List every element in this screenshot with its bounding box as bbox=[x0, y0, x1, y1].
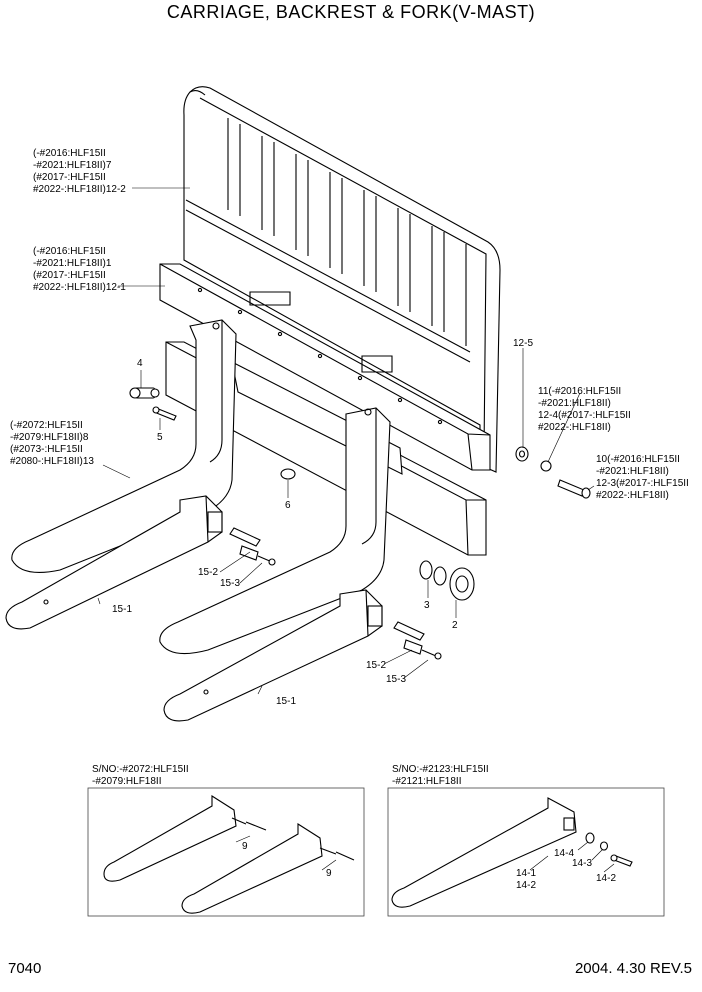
inset-right-label-14-2: 14-2 bbox=[596, 873, 616, 884]
part-12-3-bolt bbox=[557, 479, 591, 499]
label-part-5: 5 bbox=[157, 432, 163, 443]
part-12-5-washer bbox=[515, 446, 529, 462]
leader-lines bbox=[97, 187, 595, 695]
part-3-washers bbox=[419, 560, 447, 586]
callout-13: (-#2072:HLF15II -#2079:HLF18II)8 (#2073-… bbox=[10, 420, 94, 467]
page-number: 7040 bbox=[8, 960, 42, 977]
inset-left-label-9a: 9 bbox=[242, 841, 248, 852]
inset-right-box bbox=[387, 787, 665, 917]
label-part-15-3-left: 15-3 bbox=[220, 578, 240, 589]
label-part-3: 3 bbox=[424, 600, 430, 611]
part-2-roller bbox=[449, 567, 475, 601]
callout-12-2: (-#2016:HLF15II -#2021:HLF18II)7 (#2017-… bbox=[33, 148, 126, 195]
label-part-15-3-right: 15-3 bbox=[386, 674, 406, 685]
inset-right-label-14-4: 14-4 bbox=[554, 848, 574, 859]
label-part-4: 4 bbox=[137, 358, 143, 369]
callout-10: 10(-#2016:HLF15II -#2021:HLF18II) 12-3(#… bbox=[596, 454, 692, 501]
label-part-15-2-left: 15-2 bbox=[198, 567, 218, 578]
inset-right-label-14-2b: 14-2 bbox=[516, 880, 536, 891]
callout-12-1: (-#2016:HLF15II -#2021:HLF18II)1 (#2017-… bbox=[33, 246, 126, 293]
label-part-15-2-right: 15-2 bbox=[366, 660, 386, 671]
inset-right-label-14-3: 14-3 bbox=[572, 858, 592, 869]
part-6-bushing bbox=[280, 468, 296, 480]
pin-set-right bbox=[393, 621, 442, 660]
revision-date: 2004. 4.30 REV.5 bbox=[574, 960, 692, 977]
inset-right-serial: S/NO:-#2123:HLF15II -#2121:HLF18II bbox=[392, 764, 492, 787]
inset-left-serial: S/NO:-#2072:HLF15II -#2079:HLF18II bbox=[92, 764, 192, 787]
part-5-pin bbox=[152, 406, 177, 421]
inset-left-fork-a bbox=[103, 794, 267, 882]
inset-right-hardware bbox=[585, 832, 633, 867]
pin-set-left bbox=[229, 527, 276, 566]
fork-extension-right bbox=[163, 589, 383, 722]
part-4-stopper bbox=[129, 387, 160, 399]
inset-left-fork-b bbox=[181, 822, 355, 914]
label-part-2: 2 bbox=[452, 620, 458, 631]
backrest-frame bbox=[183, 86, 501, 473]
label-part-15-1-left: 15-1 bbox=[112, 604, 132, 615]
inset-right-label-14-1: 14-1 bbox=[516, 868, 536, 879]
part-12-4-nut bbox=[540, 460, 552, 472]
inset-right-fork bbox=[391, 797, 577, 908]
carriage-upper-plate bbox=[159, 263, 491, 471]
page-title: CARRIAGE, BACKREST & FORK(V-MAST) bbox=[166, 2, 536, 22]
label-part-12-5: 12-5 bbox=[513, 338, 533, 349]
inset-left-box bbox=[87, 787, 365, 917]
label-part-6: 6 bbox=[285, 500, 291, 511]
callout-11: 11(-#2016:HLF15II -#2021:HLF18II) 12-4(#… bbox=[538, 386, 634, 433]
label-part-15-1-right: 15-1 bbox=[276, 696, 296, 707]
fork-extension-left bbox=[5, 495, 223, 630]
fork-right bbox=[159, 407, 391, 655]
inset-left-label-9b: 9 bbox=[326, 868, 332, 879]
